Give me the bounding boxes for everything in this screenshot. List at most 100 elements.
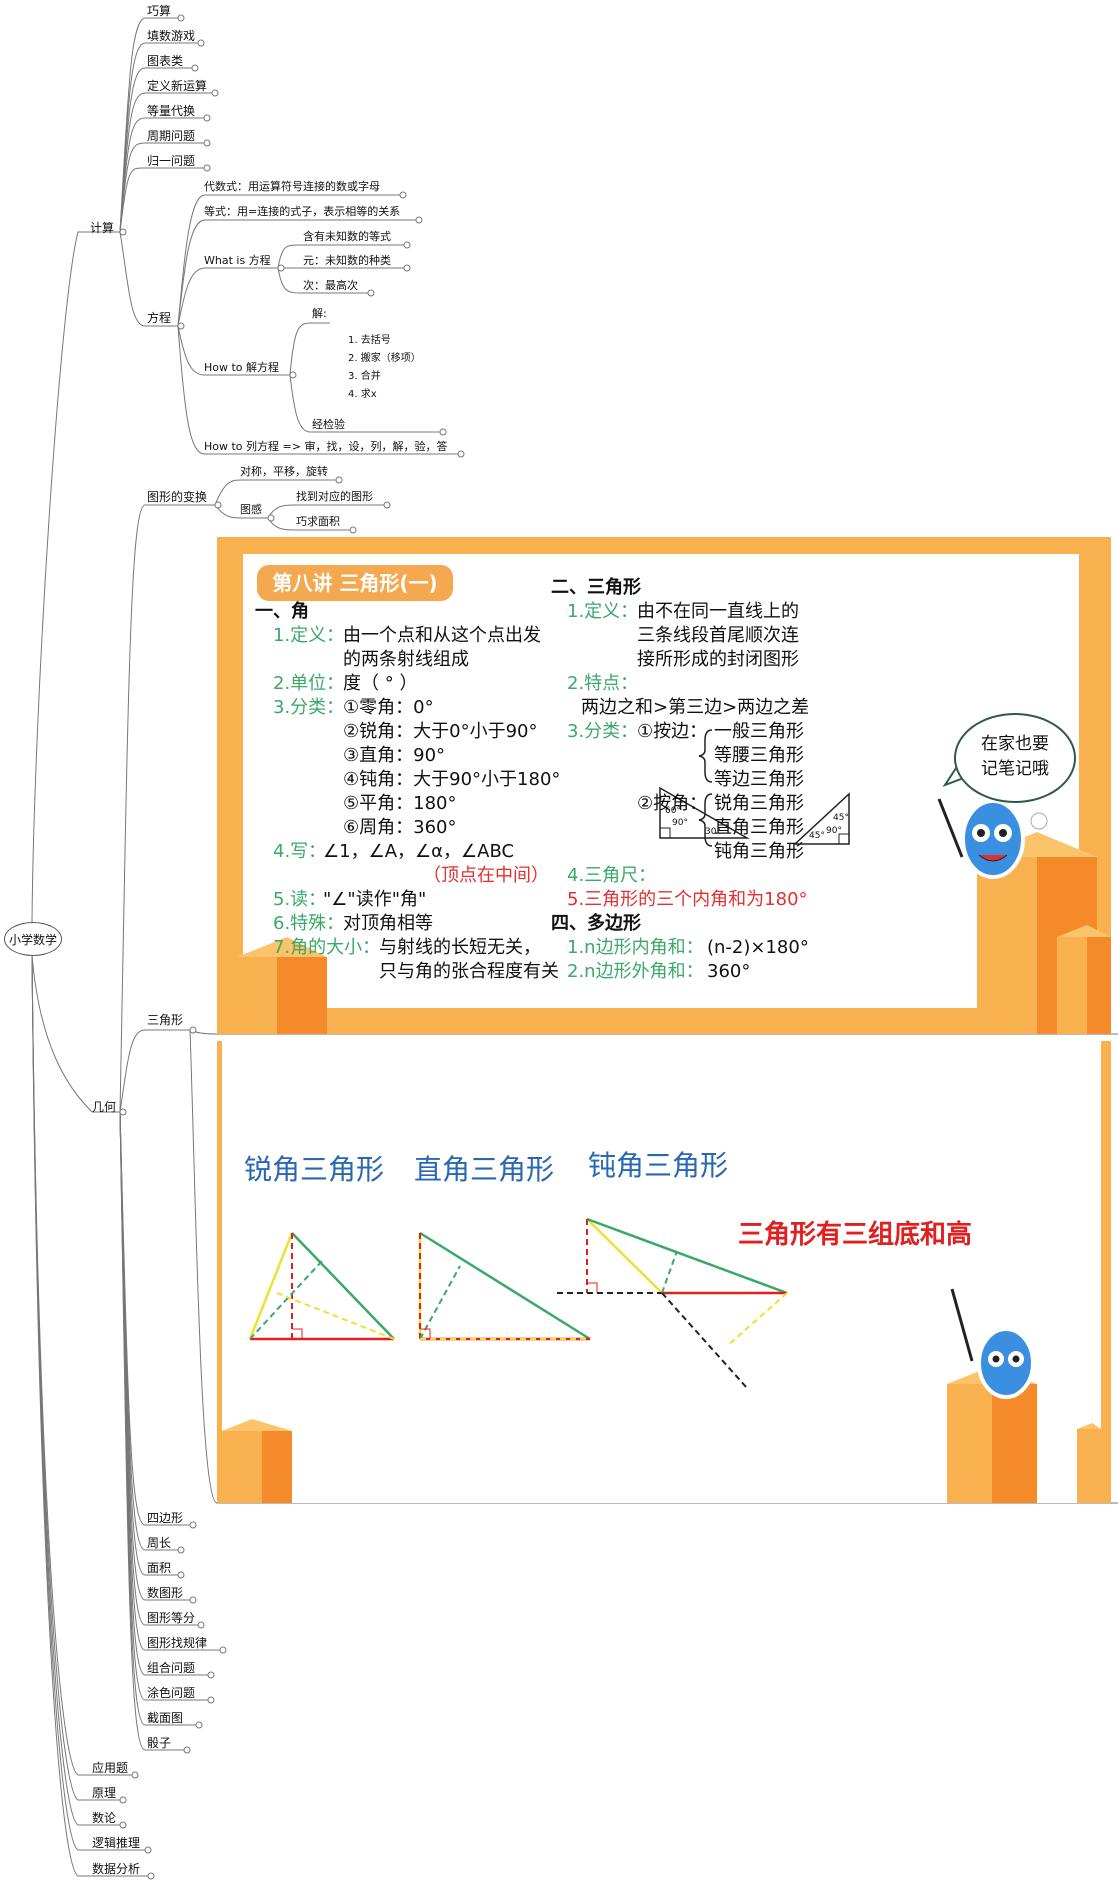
branch-data-analysis[interactable]: 数据分析: [92, 1862, 141, 1876]
angle-unit-value: 度（ ° ）: [343, 673, 418, 694]
equation-how-list[interactable]: How to 列方程 => 审，找，设，列，解，验，答: [204, 440, 448, 453]
branch-logic[interactable]: 逻辑推理: [92, 1836, 141, 1850]
equation-what-is[interactable]: What is 方程: [204, 254, 271, 267]
acute-triangle: [248, 1232, 395, 1341]
ruler2-angle: 45°: [833, 813, 849, 823]
pointer-stick: [937, 798, 964, 858]
angle-item: 直角三角形: [714, 817, 804, 838]
angle-class-item: ⑤平角：180°: [343, 793, 457, 814]
transform-item[interactable]: 对称，平移，旋转: [240, 465, 328, 478]
three-heights-note: 三角形有三组底和高: [738, 1220, 973, 1250]
tri-feature-key: 2.特点：: [567, 673, 639, 694]
poly-exterior-value: 360°: [707, 961, 751, 982]
angle-size-value: 只与角的张合程度有关: [379, 961, 559, 982]
what-item[interactable]: 元：未知数的种类: [303, 254, 391, 267]
ruler-key: 4.三角尺：: [567, 865, 657, 886]
equation-equality[interactable]: 等式：用=连接的式子，表示相等的关系: [204, 205, 401, 218]
tri-feature-value: 两边之和>第三边>两边之差: [581, 697, 810, 718]
poly-interior-value: (n-2)×180°: [707, 937, 809, 958]
geometry-item[interactable]: 骰子: [147, 1736, 172, 1750]
section-angle: 一、角: [255, 601, 309, 622]
root-label: 小学数学: [8, 932, 57, 947]
triangle-node[interactable]: 三角形: [147, 1013, 184, 1027]
section-triangle: 二、三角形: [551, 577, 641, 598]
acute-triangle-label: 锐角三角形: [244, 1153, 385, 1186]
slide-board: [243, 554, 1079, 1008]
angle-item: 锐角三角形: [714, 793, 804, 814]
angle-class-item: ①零角：0°: [343, 697, 434, 718]
tugan-item[interactable]: 巧求面积: [296, 515, 340, 528]
geometry-item[interactable]: 数图形: [147, 1586, 184, 1600]
angle-class-item: ⑥周角：360°: [343, 817, 457, 838]
side-item: 等边三角形: [714, 769, 804, 790]
vertex-note: （顶点在中间）: [423, 865, 549, 886]
branch-calc[interactable]: 计算: [90, 221, 115, 235]
root-node[interactable]: 小学数学: [4, 922, 62, 956]
tugan-item[interactable]: 找到对应的图形: [296, 490, 373, 503]
angle-def-key: 1.定义：: [273, 625, 345, 646]
equation-algebraic[interactable]: 代数式：用运算符号连接的数或字母: [204, 180, 380, 193]
what-item[interactable]: 含有未知数的等式: [303, 230, 391, 243]
angle-class-key: 3.分类：: [273, 697, 345, 718]
calc-item[interactable]: 周期问题: [147, 129, 196, 143]
solve-step: 1. 去括号: [348, 335, 391, 346]
angle-write-key: 4.写：: [273, 841, 327, 862]
angle-class-item: ③直角：90°: [343, 745, 446, 766]
geometry-item[interactable]: 面积: [147, 1561, 172, 1575]
geometry-item[interactable]: 图形等分: [147, 1611, 196, 1625]
branch-applied[interactable]: 应用题: [92, 1761, 129, 1775]
calc-item[interactable]: 定义新运算: [147, 79, 208, 93]
tri-def-value: 三条线段首尾顺次连: [637, 625, 799, 646]
solve-check[interactable]: 经检验: [312, 418, 345, 431]
branch-number-theory[interactable]: 数论: [92, 1811, 117, 1825]
brace-by-side: [698, 729, 713, 783]
right-triangle: [418, 1231, 591, 1341]
calc-item[interactable]: 巧算: [147, 4, 172, 18]
geometry-item[interactable]: 周长: [147, 1536, 172, 1550]
angle-def-value: 的两条射线组成: [343, 649, 469, 670]
angle-size-key: 7.角的大小：: [273, 937, 381, 958]
geometry-item[interactable]: 截面图: [147, 1711, 184, 1725]
calc-item[interactable]: 填数游戏: [147, 29, 196, 43]
branch-principle[interactable]: 原理: [92, 1786, 117, 1800]
ruler2-angle: 90°: [826, 826, 842, 836]
tri-def-value: 由不在同一直线上的: [637, 601, 799, 622]
geometry-item[interactable]: 组合问题: [147, 1661, 196, 1675]
solve-step: 3. 合并: [348, 371, 381, 382]
tugan-node[interactable]: 图感: [240, 503, 262, 516]
triangle-heights-slide: 锐角三角形 直角三角形 钝角三角形 三角形有三组底和高: [217, 1041, 1111, 1503]
equation-how-solve[interactable]: How to 解方程: [204, 361, 280, 374]
ruler2-angle: 45°: [809, 831, 825, 841]
side-item: 一般三角形: [714, 721, 804, 742]
branch-geometry[interactable]: 几何: [92, 1100, 117, 1114]
obtuse-triangle: [557, 1217, 788, 1389]
geometry-item[interactable]: 涂色问题: [147, 1686, 196, 1700]
brace-by-angle: [698, 793, 713, 847]
poly-interior-key: 1.n边形内角和：: [567, 937, 704, 958]
right-triangle-label: 直角三角形: [414, 1153, 555, 1186]
triangle-heights-figure: [222, 1217, 1101, 1503]
calc-item[interactable]: 归一问题: [147, 154, 196, 168]
robot-mascot: [961, 799, 1025, 879]
robot-mascot: [977, 1327, 1035, 1399]
pointer-stick: [950, 1288, 974, 1362]
geometry-item[interactable]: 图形找规律: [147, 1636, 208, 1650]
obtuse-triangle-label: 钝角三角形: [588, 1149, 729, 1182]
solve-head[interactable]: 解:: [312, 307, 327, 320]
transform-node[interactable]: 图形的变换: [147, 490, 208, 504]
set-square-45: [793, 792, 850, 845]
angle-write-value: ∠1，∠A，∠α，∠ABC: [323, 841, 515, 862]
tri-def-value: 接所形成的封闭图形: [637, 649, 799, 670]
what-item[interactable]: 次：最高次: [303, 279, 358, 292]
equation-node[interactable]: 方程: [147, 311, 172, 325]
angle-read-value: "∠"读作"角": [323, 889, 427, 910]
calc-item[interactable]: 等量代换: [147, 104, 196, 118]
set-square-30-60: [659, 786, 750, 839]
angle-unit-key: 2.单位：: [273, 673, 345, 694]
ruler1-angle: 60°: [665, 806, 681, 816]
calc-item[interactable]: 图表类: [147, 54, 184, 68]
tri-class-key: 3.分类：: [567, 721, 639, 742]
solve-step: 4. 求x: [348, 389, 377, 400]
geometry-item[interactable]: 四边形: [147, 1511, 184, 1525]
